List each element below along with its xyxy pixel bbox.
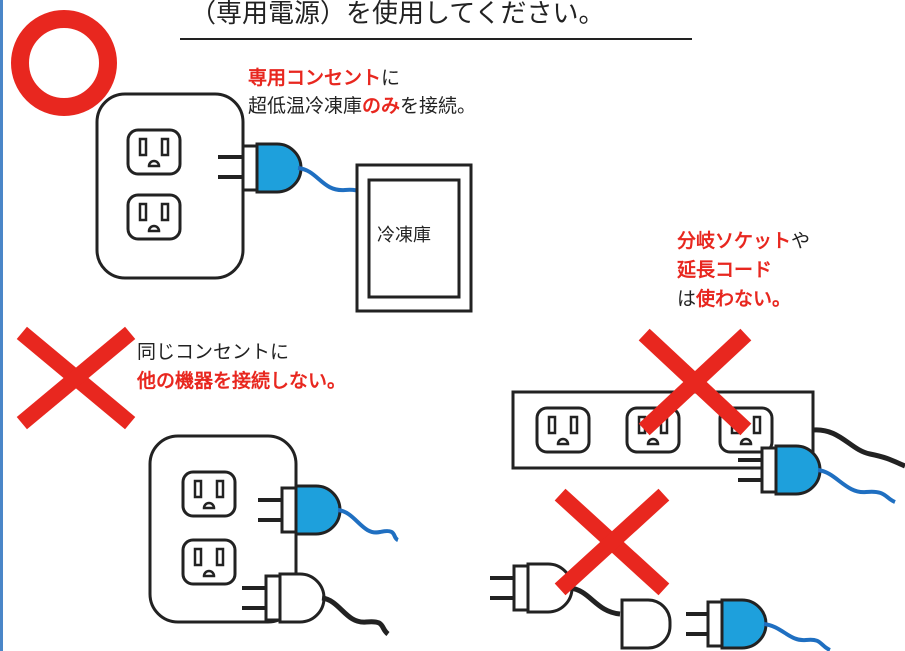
freezer-box	[355, 163, 473, 313]
ng-splitter-pre3: は	[677, 288, 697, 310]
ng-cross-icon-strip	[638, 328, 752, 436]
ng-splitter-line3: は使わない。	[677, 288, 792, 311]
extension-cord-chain	[490, 562, 831, 651]
blue-plug-strip	[738, 444, 896, 504]
wall-outlet-ok	[95, 92, 245, 280]
ok-caption-emphasis: 専用コンセント	[248, 67, 382, 89]
ok-caption2-post: を接続。	[400, 95, 477, 117]
ng-cross-icon-left	[16, 326, 136, 430]
white-plug-ng-lower	[242, 572, 390, 636]
blue-plug-ok	[218, 142, 370, 207]
ng-splitter-emphasis1: 分岐ソケット	[677, 230, 792, 252]
ok-caption-line2: 超低温冷凍庫のみを接続。	[248, 95, 477, 118]
ng-same-outlet-line2: 他の機器を接続しない。	[137, 370, 347, 392]
ng-cross-icon-chain	[554, 488, 670, 596]
blue-plug-ng-upper	[258, 484, 400, 542]
ok-caption2-emphasis: のみ	[362, 95, 401, 117]
ng-same-outlet-line1: 同じコンセントに	[137, 341, 290, 363]
ok-caption2-pre: 超低温冷凍庫	[248, 95, 363, 117]
ng-splitter-line2: 延長コード	[677, 259, 773, 281]
freezer-label: 冷凍庫	[377, 225, 431, 246]
ok-caption-tail: に	[381, 67, 401, 89]
page-title: （専用電源）を使用してください。	[190, 0, 605, 29]
ok-circle-icon	[11, 10, 117, 116]
ng-splitter-emphasis3: 使わない。	[696, 288, 792, 310]
ng-splitter-tail1: や	[791, 230, 811, 252]
ng-splitter-line1: 分岐ソケットや	[677, 230, 811, 253]
left-edge-line	[0, 0, 3, 651]
ok-caption-line1: 専用コンセントに	[248, 67, 401, 90]
